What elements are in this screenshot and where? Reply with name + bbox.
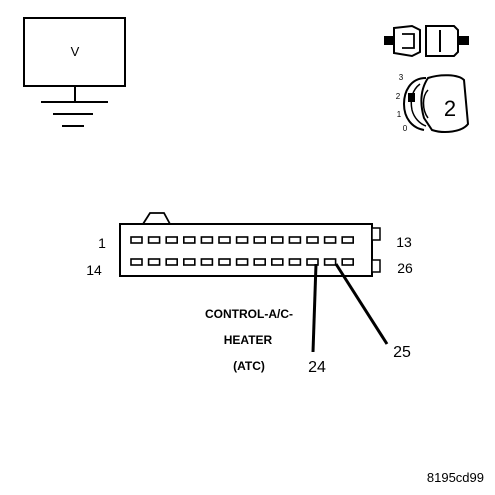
pin-cavity-18 [200, 258, 214, 266]
pin-cavity-13 [341, 236, 355, 244]
callout-25: 25 [393, 344, 411, 361]
pin-cavity-8 [253, 236, 266, 244]
pin-label-26: 26 [397, 260, 413, 276]
pin-cavity-25 [323, 258, 337, 266]
pin-cavity-17 [183, 258, 196, 266]
key-head [420, 74, 470, 133]
pin-cavity-12 [323, 236, 337, 244]
ignition-position-1: 1 [397, 110, 402, 119]
component-label-line-1: CONTROL-A/C- [205, 307, 293, 321]
voltmeter-symbol: V [23, 17, 126, 127]
key-position-marker [408, 93, 415, 102]
callout-24: 24 [308, 359, 326, 376]
pin-cavity-9 [270, 236, 284, 244]
component-label-line-3: (ATC) [233, 359, 265, 373]
key-cylinder-outline [402, 77, 427, 131]
ignition-position-2: 2 [396, 92, 401, 101]
pin-cavity-19 [218, 258, 231, 266]
callout-line-25 [334, 263, 389, 345]
component-label-line-2: HEATER [224, 333, 273, 347]
connector-body [119, 212, 381, 277]
ignition-position-0: 0 [403, 124, 408, 133]
pin-label-13: 13 [396, 234, 412, 250]
ignition-selected-position: 2 [444, 96, 456, 121]
pin-cavity-15 [147, 258, 161, 266]
connector-plug-icon [384, 24, 469, 58]
ignition-position-3: 3 [399, 73, 404, 82]
connector-housing [119, 223, 373, 277]
pin-cavity-3 [165, 236, 178, 244]
voltmeter-label: V [71, 44, 80, 59]
pin-cavity-4 [183, 236, 196, 244]
pin-row-top [130, 236, 355, 244]
pin-cavity-14 [130, 258, 143, 266]
pin-row-bottom [130, 258, 355, 266]
ignition-key-icon: 3 2 1 0 2 [396, 73, 470, 133]
callout-line-24 [311, 263, 318, 353]
pin-label-14: 14 [86, 262, 102, 278]
pin-cavity-23 [288, 258, 302, 266]
pin-cavity-7 [235, 236, 249, 244]
pin-cavity-11 [306, 236, 319, 244]
pin-cavity-20 [235, 258, 249, 266]
pin-cavity-22 [270, 258, 284, 266]
pin-cavity-5 [200, 236, 214, 244]
pin-cavity-1 [130, 236, 143, 244]
pin-cavity-26 [341, 258, 355, 266]
connector-tab-upper [371, 227, 381, 241]
pin-cavity-21 [253, 258, 266, 266]
connector-tab-lower [371, 259, 381, 273]
connector-latch [142, 212, 171, 225]
ground-icon [41, 86, 108, 127]
pin-cavity-10 [288, 236, 302, 244]
pin-cavity-6 [218, 236, 231, 244]
pin-cavity-16 [165, 258, 178, 266]
figure-id: 8195cd99 [427, 470, 484, 485]
pin-label-1: 1 [98, 235, 106, 251]
pin-cavity-24 [306, 258, 319, 266]
pin-cavity-2 [147, 236, 161, 244]
